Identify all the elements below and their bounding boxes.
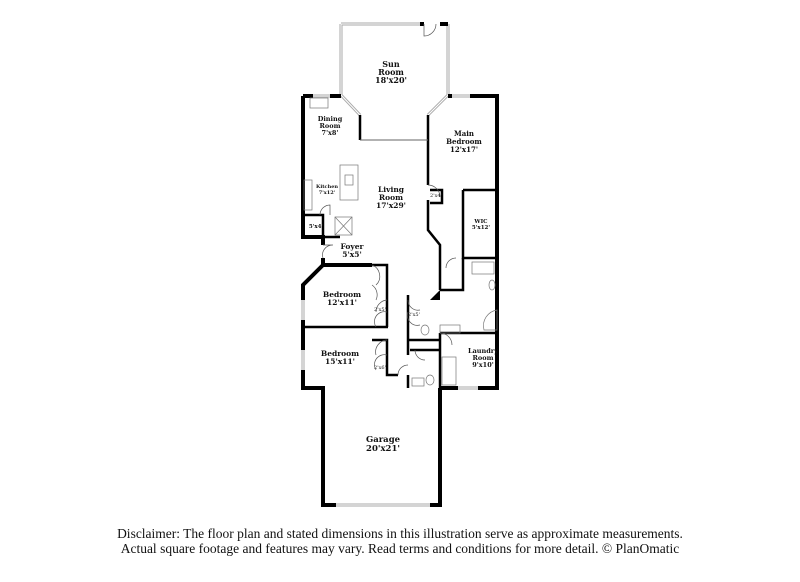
main-bedroom-name-2: Bedroom <box>446 137 482 146</box>
laundry-room-name-2: Room <box>473 354 494 362</box>
sun-room-name: Sun <box>382 59 400 69</box>
disclaimer-line-1: Disclaimer: The floor plan and stated di… <box>117 526 683 541</box>
laundry-room-name: Laundry <box>468 347 498 355</box>
toilet-icon <box>425 374 435 386</box>
sink-icon <box>344 174 354 186</box>
wall-corner <box>430 290 440 300</box>
corner-tub-icon <box>483 309 498 331</box>
closet-dims: 2'x4' <box>430 193 442 199</box>
counter <box>303 179 313 211</box>
main-bedroom-dims: 12'x17' <box>450 145 478 154</box>
shower-icon <box>334 216 353 236</box>
living-room-dims: 17'x29' <box>376 201 406 210</box>
dining-room-name: Dining <box>318 115 343 123</box>
wic-name: WIC <box>473 219 488 225</box>
sun-room-dims: 18'x20' <box>375 75 407 85</box>
room-labels: Sun Room 18'x20' Dining Room 7'x8' Main … <box>309 59 498 454</box>
bedroom-1-dims: 12'x11' <box>327 298 357 307</box>
closet-dims: 2'x5' <box>374 307 386 313</box>
living-room-name-2: Room <box>379 193 403 202</box>
kitchen-name: Kitchen <box>316 184 338 190</box>
bath-sink-icon <box>411 377 425 387</box>
dining-room-dims: 7'x8' <box>322 129 339 137</box>
closet-dims: 2'x6' <box>374 365 386 371</box>
garage-name: Garage <box>366 435 401 445</box>
wic-dims: 5'x12' <box>472 225 490 231</box>
living-room-name: Living <box>378 185 405 194</box>
garage-dims: 20'x21' <box>366 444 400 454</box>
bathtub-icon <box>471 261 495 275</box>
bedroom-1-name: Bedroom <box>323 290 361 299</box>
main-bedroom-name: Main <box>454 129 474 138</box>
closet-dims: 2'x5' <box>408 312 420 318</box>
pantry-dims: 5'x4' <box>309 224 324 230</box>
doors <box>319 23 457 376</box>
kitchen-island <box>339 164 359 201</box>
dining-table <box>309 97 329 109</box>
bath-sink-icon <box>488 279 496 291</box>
toilet-icon <box>420 324 430 336</box>
bedroom-2-dims: 15'x11' <box>325 357 355 366</box>
bathtub-icon <box>441 356 457 386</box>
kitchen-dims: 7'x12' <box>319 190 336 196</box>
fixtures <box>303 97 498 387</box>
laundry-room-dims: 9'x10' <box>472 361 493 369</box>
foyer-dims: 5'x5' <box>342 250 362 259</box>
vanity-icon <box>439 324 461 334</box>
bedroom-2-name: Bedroom <box>321 349 359 358</box>
dining-room-name-2: Room <box>320 122 341 130</box>
disclaimer-line-2: Actual square footage and features may v… <box>120 541 680 556</box>
sun-room-name-2: Room <box>378 67 404 77</box>
foyer-name: Foyer <box>341 242 365 251</box>
